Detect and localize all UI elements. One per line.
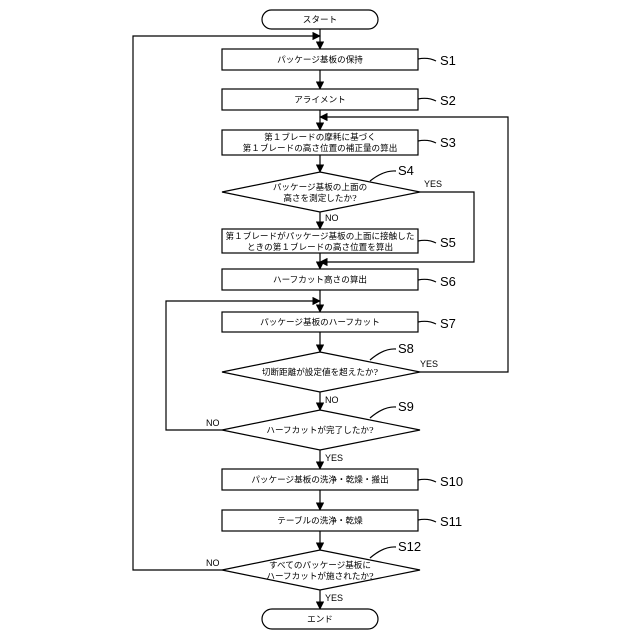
leader-s6 xyxy=(418,279,436,282)
step-label-s11: S11 xyxy=(440,514,462,529)
branch-s4-no: NO xyxy=(325,213,339,223)
s10-text: パッケージ基板の洗浄・乾燥・搬出 xyxy=(251,474,388,486)
branch-s9-no: NO xyxy=(206,418,220,428)
leader-s10 xyxy=(418,479,436,482)
s12-text-line1: すべてのパッケージ基板に xyxy=(269,559,371,571)
leader-s11 xyxy=(418,519,436,522)
leader-s8 xyxy=(370,349,396,360)
end-text: エンド xyxy=(307,615,333,625)
branch-s12-no: NO xyxy=(206,558,220,568)
leader-s1 xyxy=(418,58,436,61)
leader-s5 xyxy=(418,240,436,243)
step-label-s1: S1 xyxy=(440,53,456,68)
branch-s4-yes: YES xyxy=(424,179,442,189)
leader-s4 xyxy=(370,171,396,181)
step-label-s9: S9 xyxy=(398,399,414,414)
s12-text-line2: ハーフカットが施されたか? xyxy=(266,570,374,582)
s1-text: パッケージ基板の保持 xyxy=(277,54,363,66)
branch-s8-yes: YES xyxy=(420,359,438,369)
s8-text: 切断距離が設定値を超えたか? xyxy=(262,366,379,378)
leader-s3 xyxy=(418,140,436,143)
branch-s9-yes: YES xyxy=(325,453,343,463)
s7-text: パッケージ基板のハーフカット xyxy=(260,316,380,328)
s6-text: ハーフカット高さの算出 xyxy=(273,274,367,286)
step-label-s4: S4 xyxy=(398,163,414,178)
leader-s12 xyxy=(370,547,396,558)
s2-text: アライメント xyxy=(294,95,346,106)
step-label-s8: S8 xyxy=(398,341,414,356)
step-label-s10: S10 xyxy=(440,474,463,489)
step-label-s12: S12 xyxy=(398,539,421,554)
step-label-s6: S6 xyxy=(440,274,456,289)
branch-s8-no: NO xyxy=(325,395,339,405)
step-label-s3: S3 xyxy=(440,135,456,150)
step-label-s7: S7 xyxy=(440,316,456,331)
s5-text-line1: 第１ブレードがパッケージ基板の上面に接触した xyxy=(226,230,415,242)
s4-text-line2: 高さを測定したか? xyxy=(283,192,357,204)
s4-text-line1: パッケージ基板の上面の xyxy=(273,181,367,193)
s11-text: テーブルの洗浄・乾燥 xyxy=(277,515,363,527)
leader-s7 xyxy=(418,321,436,324)
step-label-s2: S2 xyxy=(440,93,456,108)
leader-s9 xyxy=(370,407,396,418)
start-text: スタート xyxy=(303,15,337,26)
leader-s2 xyxy=(418,98,436,101)
s3-text-line2: 第１ブレードの高さ位置の補正量の算出 xyxy=(243,142,398,154)
s9-text: ハーフカットが完了したか? xyxy=(266,424,374,436)
s5-text-line2: ときの第１ブレードの高さ位置を算出 xyxy=(247,241,393,253)
step-label-s5: S5 xyxy=(440,235,456,250)
s3-text-line1: 第１ブレードの摩耗に基づく xyxy=(264,131,376,143)
branch-s12-yes: YES xyxy=(325,593,343,603)
